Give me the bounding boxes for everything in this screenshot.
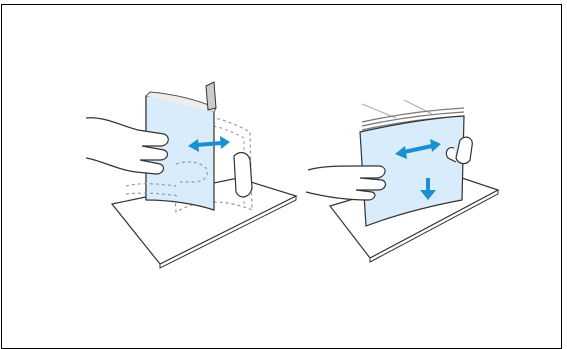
right-hand-icon xyxy=(125,151,253,198)
right-tray-edge xyxy=(369,190,499,263)
panel-fan-paper-stack xyxy=(85,81,298,269)
paper-loading-illustration xyxy=(85,81,500,269)
figure-frame xyxy=(1,4,562,349)
left-hand-icon xyxy=(85,117,169,175)
double-arrow-horizontal-icon xyxy=(188,136,230,152)
right-panel-right-hand-icon xyxy=(445,136,473,165)
left-paper-back-tab xyxy=(205,81,217,111)
double-arrow-horizontal-icon xyxy=(395,139,441,159)
arrow-down-icon xyxy=(420,178,436,200)
left-tray-edge xyxy=(159,196,297,269)
panel-flex-and-straighten-stack xyxy=(305,99,500,263)
right-panel-left-hand-icon xyxy=(305,165,387,201)
